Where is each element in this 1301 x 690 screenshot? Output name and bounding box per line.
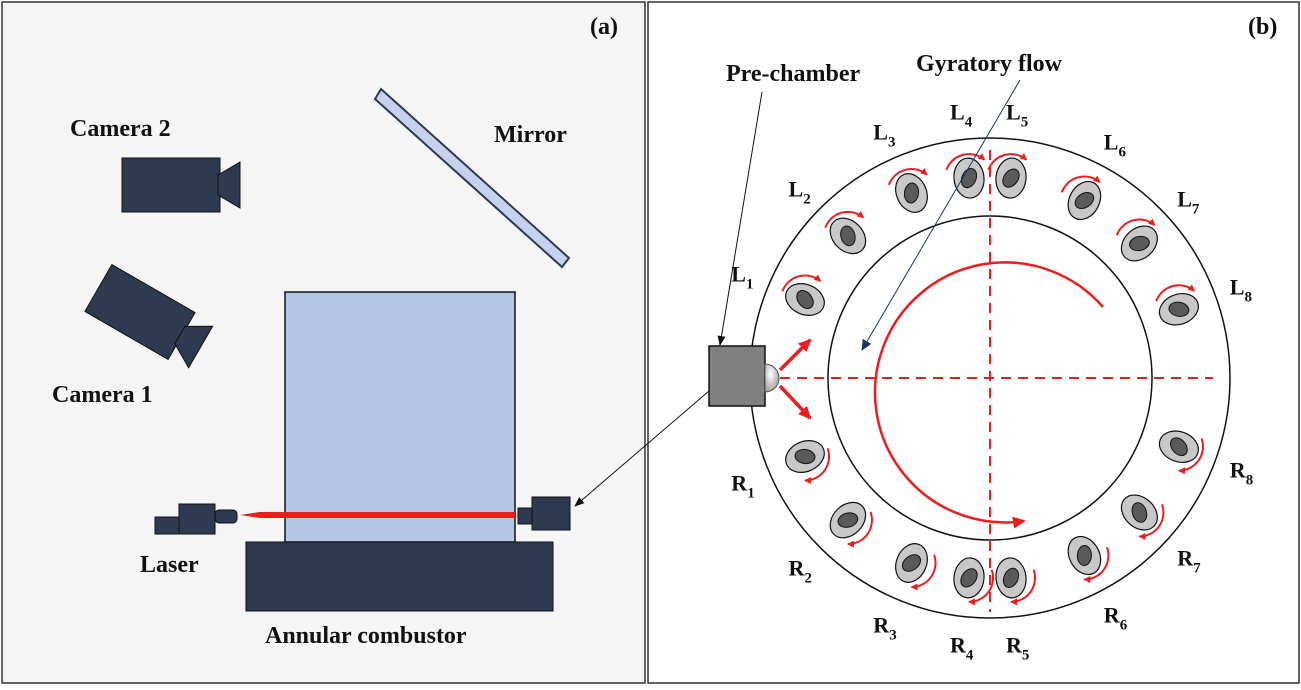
swirl-direction-arc xyxy=(1155,284,1196,302)
swirler-R3 xyxy=(895,543,937,591)
swirl-direction-arc xyxy=(987,153,1028,171)
swirler-core xyxy=(901,554,922,572)
gyratory-flow-label: Gyratory flow xyxy=(916,51,1063,77)
swirler-R1 xyxy=(785,440,831,485)
jet-to-r1 xyxy=(778,384,812,420)
swirler-R4 xyxy=(953,557,995,606)
swirler-core xyxy=(794,448,816,465)
panel-a-tag: (a) xyxy=(590,14,618,40)
camera-1-icon xyxy=(84,263,214,369)
combustor-chamber xyxy=(284,291,516,543)
swirl-direction-arc xyxy=(804,447,831,485)
swirler-core xyxy=(1131,502,1148,523)
jet-to-l1 xyxy=(778,338,812,372)
swirl-direction-arc xyxy=(1177,438,1204,475)
laser-label: Laser xyxy=(140,552,199,578)
swirl-direction-arc xyxy=(1138,503,1165,541)
mirror-icon xyxy=(373,87,571,269)
swirler-core xyxy=(1002,567,1020,588)
swirler-group xyxy=(781,153,1204,606)
swirler-L1 xyxy=(781,274,825,316)
pre-chamber-detector-icon xyxy=(517,496,571,531)
swirler-core xyxy=(837,512,859,528)
swirl-direction-arc xyxy=(945,153,986,171)
swirl-direction-arc xyxy=(968,569,995,606)
mirror-label: Mirror xyxy=(494,122,567,148)
pre-chamber-box xyxy=(708,345,766,407)
camera-1-label: Camera 1 xyxy=(52,382,153,408)
gyratory-flow-leader-arrow xyxy=(861,79,1021,351)
swirler-core xyxy=(1168,301,1190,317)
swirler-core xyxy=(960,568,978,588)
swirl-direction-arc xyxy=(1083,546,1110,584)
pre-chamber-link-arrow xyxy=(574,390,710,507)
inner-ring xyxy=(827,215,1153,541)
swirler-core xyxy=(796,289,814,310)
swirler-R8 xyxy=(1158,430,1204,475)
swirler-core xyxy=(1076,545,1092,566)
swirler-R7 xyxy=(1120,494,1165,541)
swirl-direction-arc xyxy=(887,168,928,186)
swirler-core xyxy=(840,225,856,247)
swirler-R5 xyxy=(995,557,1037,606)
panel-b-tag: (b) xyxy=(1248,14,1277,40)
combustor-label: Annular combustor xyxy=(265,623,467,649)
swirler-L2 xyxy=(824,210,867,255)
panel-a: (a) Camera 2 Camera 1 Mirror Annular com… xyxy=(1,1,646,684)
swirl-direction-arc xyxy=(1060,175,1101,193)
swirl-direction-arc xyxy=(824,210,865,229)
swirler-R2 xyxy=(829,501,873,548)
camera-2-label: Camera 2 xyxy=(70,116,171,142)
camera-2-icon xyxy=(121,157,241,213)
swirler-core xyxy=(1170,437,1188,457)
swirl-direction-arc xyxy=(1115,218,1156,236)
pre-chamber-dome xyxy=(764,363,780,393)
laser-device-icon xyxy=(154,503,238,535)
swirler-L4 xyxy=(945,153,986,199)
swirl-direction-arc xyxy=(910,554,937,591)
swirl-direction-arc xyxy=(1010,569,1037,606)
gyratory-flow-arc xyxy=(873,261,1104,529)
swirler-core xyxy=(1002,168,1020,188)
swirler-L3 xyxy=(887,168,928,213)
swirler-core xyxy=(1074,192,1095,209)
swirler-L8 xyxy=(1155,284,1199,326)
swirler-core xyxy=(1129,235,1150,252)
swirler-L7 xyxy=(1115,218,1158,262)
pre-chamber-label: Pre-chamber xyxy=(726,61,861,87)
combustor-base xyxy=(245,541,554,612)
laser-beam xyxy=(240,512,515,518)
swirler-L5 xyxy=(987,153,1028,199)
swirler-R6 xyxy=(1067,535,1110,584)
swirler-core xyxy=(903,182,920,204)
pre-chamber-leader-arrow xyxy=(717,91,763,346)
swirl-direction-arc xyxy=(781,274,822,292)
swirl-direction-arc xyxy=(846,511,873,548)
swirler-L6 xyxy=(1060,175,1102,221)
